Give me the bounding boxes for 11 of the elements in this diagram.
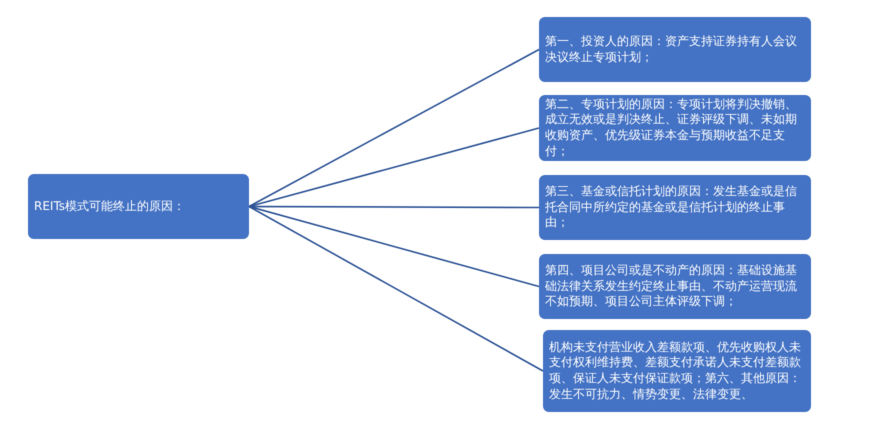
reason-box: 第四、项目公司或是不动产的原因：基础设施基础法律关系发生约定终止事由、不动产运营现流不如预期、项目公司主体评级下调； bbox=[539, 254, 811, 319]
connector-line bbox=[249, 206, 539, 208]
connector-line bbox=[248, 48, 540, 208]
connector-line bbox=[248, 206, 540, 288]
connector-line bbox=[248, 206, 544, 372]
reason-box: 第二、专项计划的原因：专项计划将判决撤销、成立无效或是判决终止、证券评级下调、未如期收购资产、优先级证券本金与预期收益不足支付； bbox=[539, 95, 811, 161]
reason-box: 机构未支付营业收入差额款项、优先收购权人未支付权利维持费、差额支付承诺人未支付差额款项、保证人未支付保证款项；第六、其他原因：发生不可抗力、情势变更、法律变更、 bbox=[543, 330, 811, 412]
root-box: REITs模式可能终止的原因： bbox=[28, 174, 249, 239]
connector-line bbox=[248, 127, 540, 208]
reason-box: 第三、基金或信托计划的原因：发生基金或是信托合同中所约定的基金或是信托计划的终止事由； bbox=[539, 175, 811, 240]
reason-box: 第一、投资人的原因：资产支持证券持有人会议决议终止专项计划； bbox=[539, 17, 811, 82]
